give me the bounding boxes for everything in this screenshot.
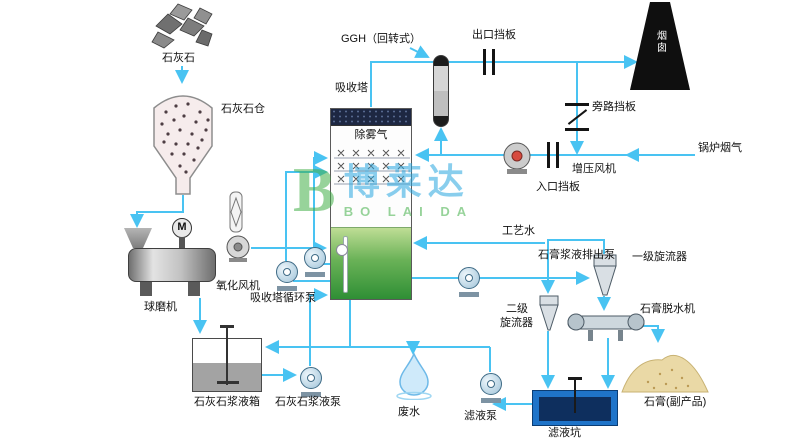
label-ggh: GGH（回转式）	[341, 33, 422, 45]
label-limestone-slurry-pump: 石灰石浆液泵	[275, 396, 341, 408]
label-primary-cyclone: 一级旋流器	[632, 251, 687, 263]
tower-slurry-sump	[331, 227, 411, 299]
tower-internal-pipe	[343, 236, 348, 293]
label-limestone-silo: 石灰石仓	[221, 103, 265, 115]
label-filtrate-pump: 滤液泵	[464, 410, 497, 422]
oxidation-fan-silencer	[229, 191, 243, 233]
watermark-logo: B 博莱达 BO LAI DA	[293, 154, 474, 225]
label-inlet-damper: 入口挡板	[536, 181, 580, 193]
ball-mill: M	[116, 216, 220, 302]
filtrate-pit	[532, 377, 618, 426]
spray-levels	[334, 149, 410, 185]
label-circulation-pump: 吸收塔循环泵	[250, 292, 316, 304]
limestone-rocks	[151, 3, 213, 49]
label-gypsum-byproduct: 石膏(副产品)	[644, 396, 707, 408]
outlet-damper	[480, 49, 498, 75]
label-absorption-tower: 吸收塔	[335, 82, 368, 94]
label-booster-fan: 增压风机	[572, 163, 616, 175]
absorption-tower: 除雾气	[330, 108, 412, 300]
ggh-unit	[433, 55, 449, 127]
oxidation-fan	[226, 235, 250, 262]
label-secondary-cyclone-2: 旋流器	[500, 317, 533, 329]
bypass-damper	[565, 103, 589, 131]
chimney-label: 烟囱	[654, 30, 666, 54]
chimney	[630, 2, 690, 90]
secondary-cyclone	[539, 295, 559, 331]
label-wastewater: 废水	[398, 406, 420, 418]
mill-drum	[128, 248, 216, 282]
mill-feed-hopper	[124, 228, 152, 248]
filtrate-pump	[479, 373, 503, 403]
label-limestone-slurry-tank: 石灰石浆液箱	[194, 396, 260, 408]
limestone-silo	[153, 95, 213, 195]
label-ball-mill: 球磨机	[144, 301, 177, 313]
label-secondary-cyclone-1: 二级	[506, 303, 528, 315]
mill-motor-stand	[179, 237, 185, 248]
brand-name-cn: 博莱达	[343, 161, 470, 202]
limestone-slurry-tank	[192, 325, 262, 392]
label-limestone: 石灰石	[162, 52, 195, 64]
label-filtrate-pit: 滤液坑	[548, 427, 581, 439]
tank-agitator	[226, 339, 228, 385]
label-bypass-damper: 旁路挡板	[592, 101, 636, 113]
mill-leg	[188, 282, 200, 296]
label-outlet-damper: 出口挡板	[472, 29, 516, 41]
label-boiler-flue-gas: 锅炉烟气	[698, 142, 742, 154]
mill-motor: M	[172, 218, 192, 238]
label-gypsum-dewaterer: 石膏脱水机	[640, 303, 695, 315]
mill-leg	[140, 282, 152, 296]
inlet-damper	[544, 142, 562, 168]
circulation-pump-b	[275, 261, 299, 291]
label-gypsum-slurry-pump: 石膏浆液排出泵	[538, 249, 615, 261]
pit-agitator	[574, 379, 576, 413]
tower-level-gauge	[336, 244, 348, 256]
booster-fan	[503, 142, 531, 174]
gypsum-slurry-discharge-pump	[457, 267, 481, 297]
demister-label: 除雾气	[354, 129, 388, 141]
circulation-pump-a	[303, 247, 327, 277]
tower-demister-cap	[331, 109, 411, 126]
primary-cyclone	[593, 254, 617, 296]
label-process-water: 工艺水	[502, 225, 535, 237]
brand-name-en: BO LAI DA	[343, 203, 474, 219]
logo-letter: B	[293, 154, 336, 225]
limestone-slurry-pump	[299, 367, 323, 397]
gypsum-dewaterer	[567, 313, 645, 341]
damper-blade	[567, 109, 588, 125]
wastewater-drop	[396, 352, 432, 400]
mill-motor-letter: M	[177, 221, 187, 233]
gypsum-pile	[621, 355, 709, 393]
label-oxidation-fan: 氧化风机	[216, 280, 260, 292]
